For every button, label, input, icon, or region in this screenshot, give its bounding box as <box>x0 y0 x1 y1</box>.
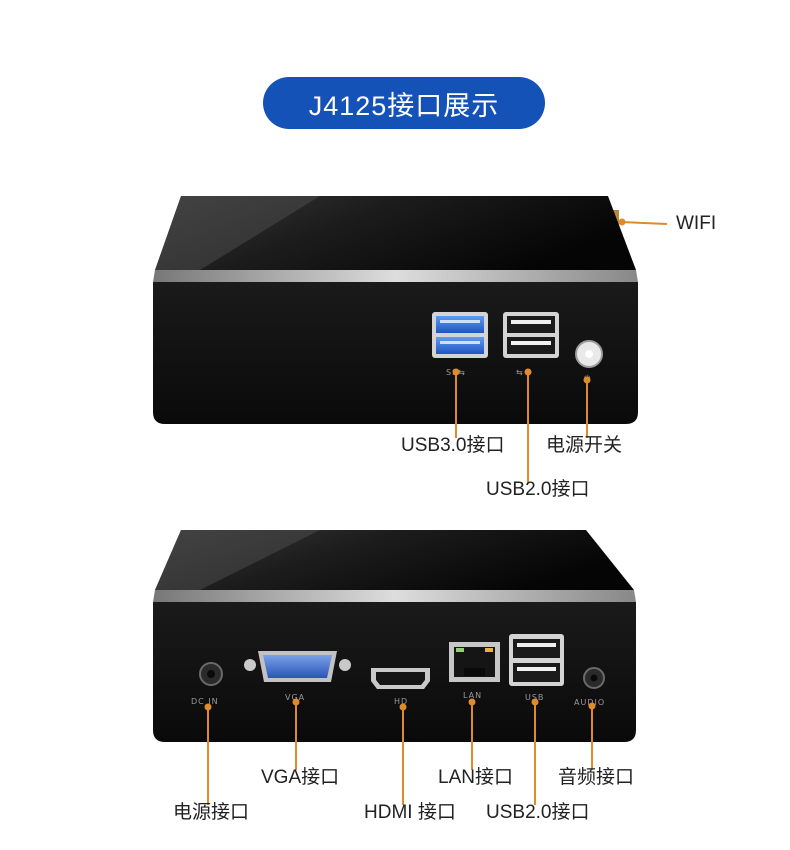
hdmi-label: HDMI 接口 <box>364 802 456 823</box>
title-banner: J4125接口展示 <box>263 77 545 129</box>
usb3-port <box>432 312 488 358</box>
hdmi-port-icon <box>371 668 430 689</box>
usb2-label-bottom: USB2.0接口 <box>486 802 590 823</box>
lan-marking: LAN <box>463 691 482 700</box>
case-front <box>153 282 638 424</box>
usb-marking: USB <box>525 693 544 702</box>
lan-label: LAN接口 <box>438 767 513 788</box>
power-jack-label: 电源接口 <box>173 802 250 823</box>
power-switch-label: 电源开关 <box>546 435 623 456</box>
dc-in-jack-icon <box>199 662 223 686</box>
audio-marking: AUDIO <box>574 698 605 707</box>
bottom-leader-lines <box>207 702 593 805</box>
device-front-view: SS⇆ ⇆ ⏻ <box>153 196 638 424</box>
top-leader-lines <box>455 221 668 483</box>
audio-jack-icon <box>583 667 605 689</box>
vga-marking: VGA <box>285 693 305 702</box>
case-rim-rear <box>153 590 636 602</box>
vga-label: VGA接口 <box>261 767 340 788</box>
usb-symbol-icon: ⇆ <box>516 368 524 377</box>
hdmi-marking: HD <box>394 697 408 706</box>
device-rear-view: DC IN VGA HD LAN <box>153 530 636 742</box>
usb3-label: USB3.0接口 <box>401 435 505 456</box>
usb2-port-rear <box>509 634 564 686</box>
lan-port-icon <box>449 642 500 682</box>
vga-port-icon <box>244 651 351 682</box>
wifi-label: WIFI <box>676 213 717 234</box>
audio-label: 音频接口 <box>558 767 635 788</box>
page-title: J4125接口展示 <box>308 90 500 121</box>
dcin-marking: DC IN <box>191 697 219 706</box>
case-rim <box>153 270 638 282</box>
usb2-port-front <box>503 312 559 358</box>
usb2-label-top: USB2.0接口 <box>486 479 590 500</box>
